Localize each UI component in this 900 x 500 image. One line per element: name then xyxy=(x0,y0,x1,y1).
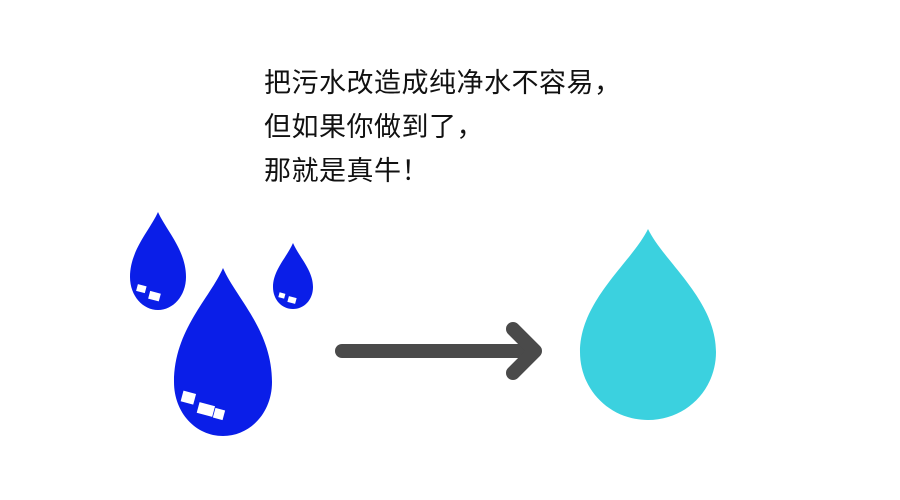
dirty-water-drops xyxy=(130,212,313,436)
water-drop-icon xyxy=(273,243,313,309)
water-drop-icon xyxy=(174,268,272,436)
clean-water-drop xyxy=(580,229,716,420)
right-arrow-icon xyxy=(335,322,542,380)
water-drop-icon xyxy=(130,212,186,310)
caption-line-1: 把污水改造成纯净水不容易， xyxy=(264,68,622,99)
caption: 把污水改造成纯净水不容易， 但如果你做到了， 那就是真牛！ xyxy=(264,62,724,194)
caption-line-2: 但如果你做到了， xyxy=(264,112,484,143)
caption-line-3: 那就是真牛！ xyxy=(264,156,429,187)
water-drop-icon xyxy=(580,229,716,420)
